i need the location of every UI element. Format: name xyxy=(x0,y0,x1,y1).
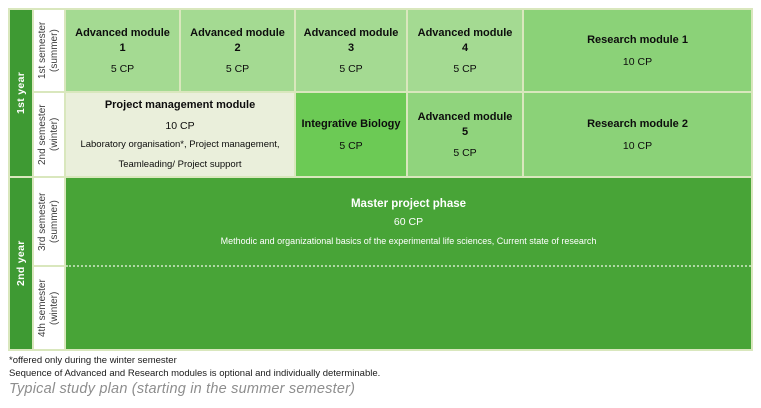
module-advanced-3: Advanced module 3 5 CP xyxy=(296,10,406,91)
footnote-winter-semester: *offered only during the winter semester xyxy=(9,355,177,366)
semester-label-3: 3rd semester (summer) xyxy=(34,178,64,265)
module-credits: 5 CP xyxy=(339,139,363,152)
module-details: Laboratory organisation*, Project manage… xyxy=(80,139,280,151)
module-credits: 5 CP xyxy=(225,62,250,75)
module-title: Advanced module 5 xyxy=(417,111,513,138)
figure-caption: Typical study plan (starting in the summ… xyxy=(9,381,356,397)
semester-season: (winter) xyxy=(49,291,60,325)
module-advanced-4: Advanced module 4 5 CP xyxy=(408,10,522,91)
module-advanced-1: Advanced module 1 5 CP xyxy=(66,10,179,91)
study-plan-table: 1st year 2nd year 1st semester (summer) … xyxy=(8,8,753,351)
module-title: Research module 1 xyxy=(587,34,688,47)
year-label: 2nd year xyxy=(15,240,27,287)
year-bar-1st-year: 1st year xyxy=(10,10,32,176)
module-details: Methodic and organizational basics of th… xyxy=(220,235,597,246)
semester-season: (winter) xyxy=(49,117,60,152)
semester-label-1: 1st semester (summer) xyxy=(34,10,64,91)
semester-name: 3rd semester xyxy=(37,192,48,251)
module-details: Teamleading/ Project support xyxy=(118,158,242,170)
module-research-1: Research module 1 10 CP xyxy=(524,10,751,91)
module-title: Advanced module 3 xyxy=(303,27,399,54)
semester-name: 4th semester xyxy=(37,279,48,337)
module-advanced-5: Advanced module 5 5 CP xyxy=(408,93,522,176)
module-credits: 5 CP xyxy=(339,62,363,75)
semester-label-2: 2nd semester (winter) xyxy=(34,93,64,176)
semester-name: 1st semester xyxy=(37,21,48,80)
footnotes: *offered only during the winter semester… xyxy=(9,354,380,381)
module-title: Research module 2 xyxy=(587,118,688,131)
module-credits: 10 CP xyxy=(622,55,653,68)
footnote-module-sequence: Sequence of Advanced and Research module… xyxy=(9,368,381,380)
module-project-management: Project management module 10 CP Laborato… xyxy=(66,93,294,176)
module-title: Advanced module 4 xyxy=(417,27,513,54)
module-credits: 5 CP xyxy=(453,146,477,159)
year-label: 1st year xyxy=(15,71,27,115)
module-title: Advanced module 2 xyxy=(190,27,285,54)
module-advanced-2: Advanced module 2 5 CP xyxy=(181,10,294,91)
module-master-project-phase: Master project phase 60 CP Methodic and … xyxy=(66,178,751,349)
module-credits: 5 CP xyxy=(453,62,477,75)
module-title: Advanced module 1 xyxy=(75,27,170,54)
year-bar-2nd-year: 2nd year xyxy=(10,178,32,349)
semester-name: 2nd semester xyxy=(37,104,48,165)
module-integrative-biology: Integrative Biology 5 CP xyxy=(296,93,406,176)
module-credits: 60 CP xyxy=(393,215,424,228)
module-credits: 10 CP xyxy=(165,120,195,133)
semester-label-4: 4th semester (winter) xyxy=(34,267,64,349)
module-title: Project management module xyxy=(104,99,256,111)
master-project-content: Master project phase 60 CP Methodic and … xyxy=(66,178,751,265)
module-credits: 5 CP xyxy=(110,62,135,75)
module-title: Integrative Biology xyxy=(301,118,401,131)
module-research-2: Research module 2 10 CP xyxy=(524,93,751,176)
semester-divider-line xyxy=(66,265,751,267)
module-title: Master project phase xyxy=(350,197,467,210)
semester-season: (summer) xyxy=(49,29,60,72)
semester-season: (summer) xyxy=(49,200,60,243)
module-credits: 10 CP xyxy=(622,139,653,152)
